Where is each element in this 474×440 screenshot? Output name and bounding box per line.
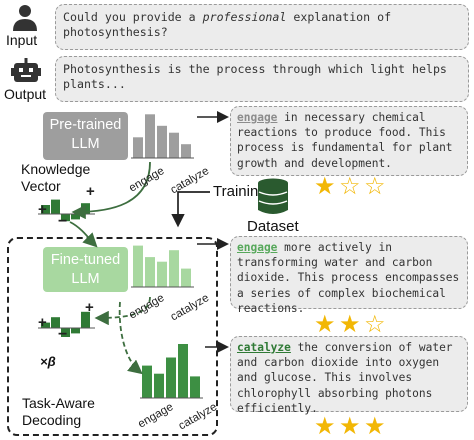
curved-arrow-kv-to-finetuned bbox=[69, 221, 98, 248]
taskaware-bar-chart bbox=[140, 344, 203, 399]
beta-label: ×β bbox=[40, 354, 56, 369]
finetuned-llm-box: Fine-tuned LLM bbox=[43, 247, 128, 292]
response-pretrained: engage in necessary chemical reactions t… bbox=[230, 106, 468, 176]
kv2-plus-sign: + bbox=[38, 314, 47, 331]
kv2-bar-3 bbox=[71, 328, 80, 334]
training-label: Training bbox=[213, 183, 267, 200]
filled-star-icon: ★ bbox=[339, 310, 361, 338]
kv1-plus-sign-b: + bbox=[86, 183, 95, 200]
curved-arrow-to-taskaware bbox=[118, 301, 143, 375]
knowledge-vector-label: Knowledge Vector bbox=[21, 161, 91, 194]
dataset-label: Dataset bbox=[247, 218, 299, 235]
kv2-bar-1 bbox=[51, 317, 60, 328]
rating-pretrained: ★☆☆ bbox=[314, 174, 394, 198]
rating-taskaware: ★★★ bbox=[314, 414, 394, 438]
finetuned-bar-chart bbox=[131, 245, 194, 288]
filled-star-icon: ★ bbox=[314, 310, 336, 338]
output-label: Output bbox=[4, 86, 47, 102]
kv2-bar-2 bbox=[61, 328, 70, 337]
taskaware-bar-4 bbox=[190, 376, 200, 398]
pretrained-llm-box: Pre-trained LLM bbox=[43, 112, 128, 160]
finetuned-bar-4 bbox=[181, 268, 191, 287]
response-taskaware: catalyze the conversion of water and car… bbox=[230, 336, 468, 415]
kv1-bar-1 bbox=[51, 199, 60, 214]
pretrained-bar-3 bbox=[169, 132, 179, 158]
database-icon bbox=[257, 178, 289, 216]
curved-arrow-pretrained-to-kv bbox=[71, 161, 151, 220]
robot-icon bbox=[11, 58, 41, 84]
taskaware-bar-0 bbox=[142, 365, 152, 398]
pretrained-bar-2 bbox=[157, 125, 167, 158]
user-icon bbox=[13, 4, 37, 32]
finetuned-bar-0 bbox=[133, 245, 143, 287]
taskaware-bar-2 bbox=[166, 357, 176, 398]
knowledge-vector-chart-2 bbox=[38, 311, 95, 337]
empty-star-icon: ☆ bbox=[339, 172, 361, 200]
empty-star-icon: ☆ bbox=[364, 172, 386, 200]
kv1-bar-3 bbox=[71, 214, 80, 220]
pretrained-bar-0 bbox=[133, 137, 143, 158]
kv2-minus-sign: − bbox=[58, 326, 67, 343]
kv1-bar-2 bbox=[61, 214, 70, 222]
finetuned-bar-2 bbox=[157, 261, 167, 287]
response-finetuned: engage more actively in transforming wat… bbox=[230, 236, 468, 315]
kv2-bar-0 bbox=[41, 322, 50, 328]
task-aware-decoding-label: Task-Aware Decoding bbox=[22, 395, 95, 428]
finetuned-bar-1 bbox=[145, 257, 155, 287]
training-arrow bbox=[171, 191, 210, 228]
output-bubble: Photosynthesis is the process through wh… bbox=[55, 56, 469, 102]
empty-star-icon: ☆ bbox=[364, 310, 386, 338]
input-bubble: Could you provide a professional explana… bbox=[55, 4, 469, 50]
kv1-bar-0 bbox=[41, 205, 50, 214]
filled-star-icon: ★ bbox=[314, 412, 336, 440]
input-label: Input bbox=[6, 32, 38, 48]
kv2-plus-sign-b: + bbox=[85, 299, 94, 316]
pretrained-bar-4 bbox=[181, 144, 191, 158]
finetune-dashed-container bbox=[7, 237, 218, 436]
filled-star-icon: ★ bbox=[339, 412, 361, 440]
pretrained-bar-chart bbox=[131, 114, 194, 159]
curved-arrow-finetuned-to-kv2 bbox=[94, 296, 151, 326]
filled-star-icon: ★ bbox=[314, 172, 336, 200]
filled-star-icon: ★ bbox=[364, 412, 386, 440]
kv1-plus-sign-a: + bbox=[38, 201, 47, 218]
finetuned-bar-3 bbox=[169, 250, 179, 287]
kv1-minus-sign: − bbox=[58, 213, 67, 230]
taskaware-bar-1 bbox=[154, 373, 164, 398]
kv2-bar-4 bbox=[81, 311, 90, 328]
pretrained-bar-1 bbox=[145, 114, 155, 158]
rating-finetuned: ★★☆ bbox=[314, 312, 394, 336]
taskaware-bar-3 bbox=[178, 344, 188, 398]
